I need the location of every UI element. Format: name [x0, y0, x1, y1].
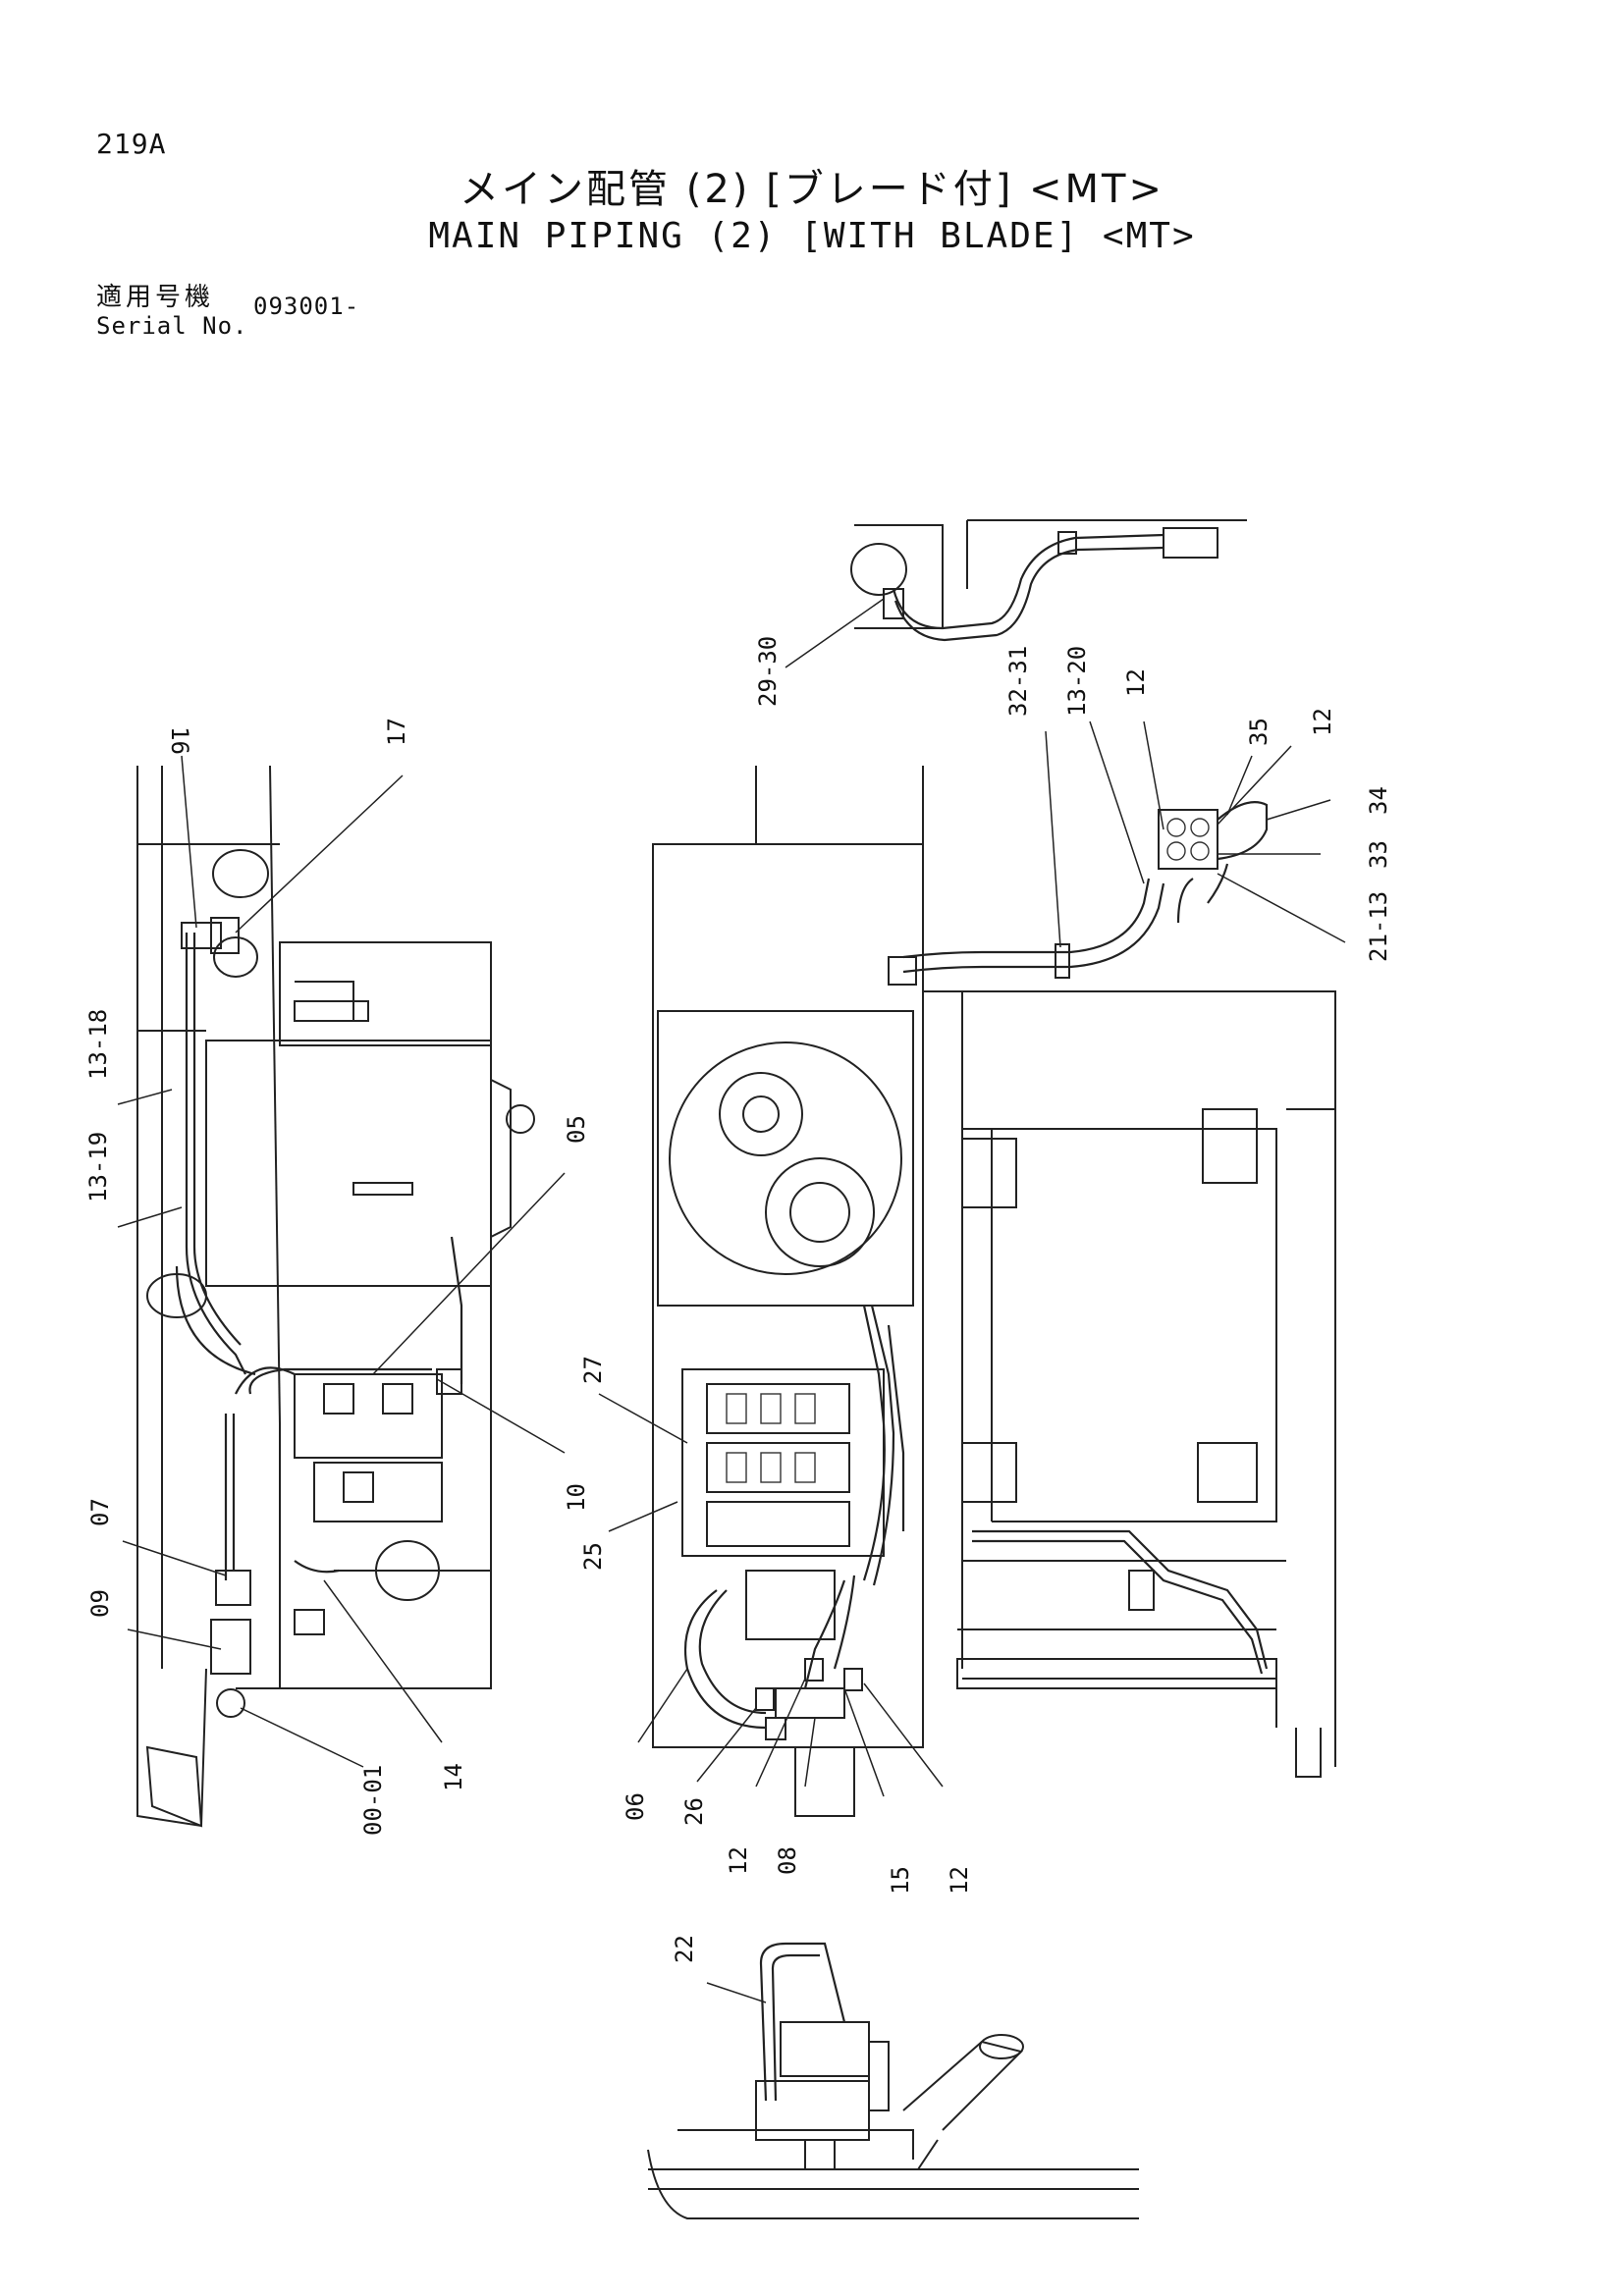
bottom-inset	[647, 1942, 1139, 2219]
callout-05: 05	[563, 1115, 590, 1144]
callout-08: 08	[774, 1846, 801, 1875]
center-view	[652, 766, 924, 1817]
callout-12-lower-left: 12	[725, 1846, 752, 1875]
callout-34: 34	[1365, 786, 1392, 815]
callout-10: 10	[563, 1483, 590, 1512]
callout-25: 25	[579, 1542, 607, 1571]
callout-17: 17	[383, 718, 410, 746]
serial-number-value: 093001-	[253, 293, 360, 320]
callout-13-20: 13-20	[1063, 646, 1091, 717]
left-view	[136, 765, 535, 1828]
callout-14: 14	[440, 1763, 467, 1791]
leader-lines	[117, 598, 1346, 2003]
callout-00-01: 00-01	[359, 1765, 387, 1836]
page-number: 219A	[96, 128, 167, 160]
callout-33: 33	[1365, 840, 1392, 869]
callout-16: 16	[166, 726, 193, 755]
callout-15: 15	[887, 1866, 914, 1895]
callout-09: 09	[86, 1589, 114, 1618]
upper-hose-run	[902, 801, 1269, 979]
callout-07: 07	[86, 1498, 114, 1526]
top-inset	[850, 519, 1247, 642]
callout-13-19: 13-19	[84, 1132, 112, 1202]
page-title-english: MAIN PIPING (2) [WITH BLADE] <MT>	[428, 216, 1196, 256]
page-title-japanese: メイン配管 (2) [ブレード付] <MT>	[460, 167, 1164, 212]
callout-32-31: 32-31	[1004, 646, 1032, 717]
callout-labels: 16 17 13-18 13-19 05 10 07 09 14 00-01 2…	[84, 636, 1392, 1963]
callout-13-18: 13-18	[84, 1009, 112, 1080]
serial-label-japanese: 適用号機	[96, 283, 215, 312]
callout-26: 26	[680, 1797, 708, 1826]
callout-12-lower-right: 12	[946, 1866, 973, 1895]
serial-label-english: Serial No.	[96, 312, 248, 340]
callout-21-13: 21-13	[1365, 891, 1392, 962]
callout-29-30: 29-30	[754, 636, 782, 707]
callout-35: 35	[1245, 718, 1272, 746]
callout-12-top: 12	[1122, 668, 1150, 697]
right-view	[923, 990, 1336, 1778]
callout-06: 06	[622, 1792, 649, 1821]
callout-27: 27	[579, 1356, 607, 1384]
callout-12-right: 12	[1309, 708, 1336, 736]
callout-22: 22	[671, 1935, 698, 1963]
